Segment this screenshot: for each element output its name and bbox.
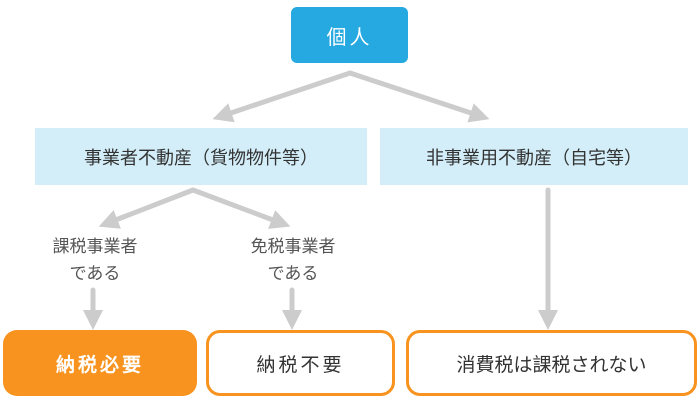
arrow-business-to-exempt <box>190 187 291 229</box>
condition-taxable-line2: である <box>69 264 121 284</box>
category-business-label: 事業者不動産（貨物物件等） <box>84 147 318 169</box>
category-nonbusiness-label: 非事業用不動産（自宅等） <box>426 147 642 169</box>
result-not-taxable: 消費税は課税されない <box>406 330 697 396</box>
condition-exempt-business: 免税事業者 である <box>223 234 363 288</box>
arrow-root-to-nonbusiness <box>347 70 490 123</box>
result-tax-not-required-label: 納税不要 <box>256 353 345 376</box>
result-tax-not-required: 納税不要 <box>206 330 395 396</box>
condition-taxable-line1: 課税事業者 <box>52 237 138 257</box>
result-not-taxable-label: 消費税は課税されない <box>456 353 647 376</box>
arrow-business-to-taxable <box>98 187 196 229</box>
result-tax-required: 納税必要 <box>3 330 197 396</box>
root-node-individual: 個人 <box>291 7 408 63</box>
condition-exempt-line1: 免税事業者 <box>250 237 336 257</box>
category-nonbusiness-property: 非事業用不動産（自宅等） <box>380 128 688 185</box>
root-label: 個人 <box>326 24 373 49</box>
arrow-root-to-business <box>212 70 353 123</box>
condition-exempt-line2: である <box>267 264 319 284</box>
category-business-property: 事業者不動産（貨物物件等） <box>35 128 367 185</box>
result-tax-required-label: 納税必要 <box>55 353 144 376</box>
condition-taxable-business: 課税事業者 である <box>25 234 165 288</box>
